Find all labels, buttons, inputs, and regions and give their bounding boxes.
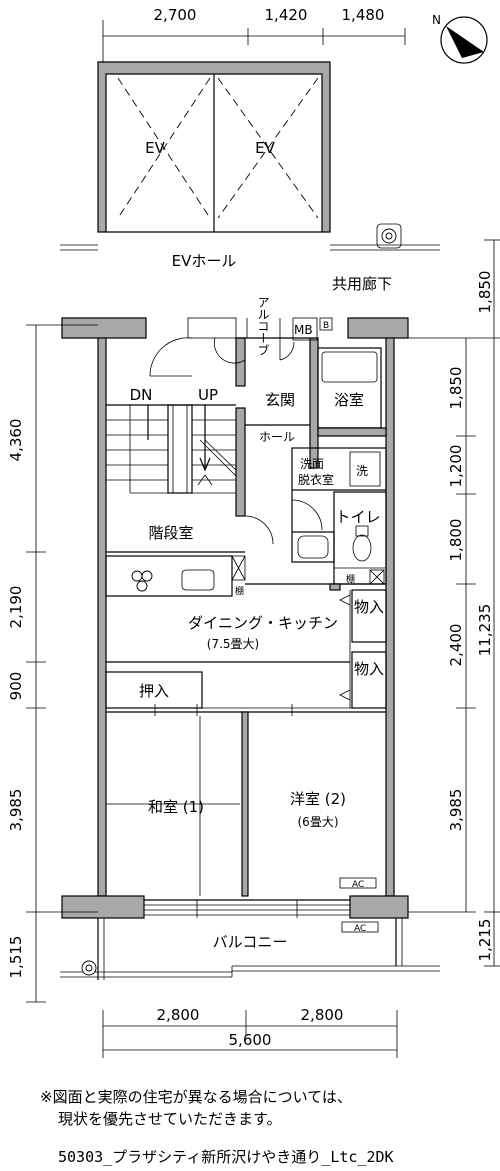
top-dimensions: 2,700 1,420 1,480 <box>102 6 406 62</box>
alcove-label: アルコーブ <box>256 296 270 356</box>
left-dimensions: 4,360 2,190 900 3,985 1,515 <box>7 324 98 1003</box>
b-label: B <box>323 321 329 331</box>
staircase <box>106 404 245 553</box>
washroom-label-1: 洗面 <box>300 457 324 471</box>
washer-label: 洗 <box>356 464 368 478</box>
balcony-drain-icon <box>81 960 97 976</box>
kitchen <box>105 555 350 663</box>
entrance-label: 玄関 <box>265 391 295 409</box>
dim-right-6: 3,985 <box>447 789 465 832</box>
dim-top-2: 1,420 <box>265 6 308 24</box>
ac-label-2: AC <box>354 924 366 934</box>
hall-label: ホール <box>259 430 295 444</box>
dk-size-label: (7.5畳大) <box>207 637 259 651</box>
ev-right-label: EV <box>255 139 275 157</box>
dim-left-4: 3,985 <box>7 789 25 832</box>
svg-text:N: N <box>432 13 441 27</box>
dim-right-2: 1,850 <box>447 367 465 410</box>
dim-right-3: 1,200 <box>447 445 465 488</box>
stairs-label: 階段室 <box>148 524 193 542</box>
elevator-shaft: EV EV <box>60 61 440 251</box>
washitsu-label: 和室 (1) <box>148 798 204 816</box>
shelf-label-toilet: 棚 <box>346 573 355 585</box>
bath-label: 浴室 <box>334 391 364 409</box>
toilet-label: トイレ <box>335 508 380 526</box>
mb-label: MB <box>294 323 313 337</box>
dn-label: DN <box>130 386 153 404</box>
ev-hall-label: EVホール <box>172 252 237 270</box>
dim-left-1: 4,360 <box>7 419 25 462</box>
disclaimer-line-2: 現状を優先させていただきます。 <box>58 1110 282 1128</box>
dim-bottom-1: 2,800 <box>157 1006 200 1024</box>
dim-left-3: 900 <box>7 672 25 701</box>
youshitsu-size-label: (6畳大) <box>298 815 339 829</box>
dk-label: ダイニング・キッチン <box>188 614 338 632</box>
dim-left-2: 2,190 <box>7 586 25 629</box>
balcony-label: バルコニー <box>213 933 288 951</box>
dim-right-1: 1,850 <box>476 271 494 314</box>
dim-right-5: 2,400 <box>447 624 465 667</box>
dim-right-7: 1,215 <box>476 919 494 962</box>
youshitsu-label: 洋室 (2) <box>290 790 346 808</box>
dim-bottom-2: 2,800 <box>301 1006 344 1024</box>
drain-icon <box>376 223 402 249</box>
plan-id: 50303_プラザシティ新所沢けやき通り_Ltc_2DK <box>58 1148 394 1166</box>
dim-right-total: 11,235 <box>476 604 494 657</box>
oshiire-label: 押入 <box>139 682 169 700</box>
dim-top-3: 1,480 <box>342 6 385 24</box>
dim-right-4: 1,800 <box>447 519 465 562</box>
storage-label-1: 物入 <box>354 598 384 616</box>
ev-left-label: EV <box>145 139 165 157</box>
shelf-label-kitchen: 棚 <box>235 585 244 597</box>
wet-core <box>244 347 387 591</box>
ac-label-1: AC <box>352 880 364 890</box>
corridor-label: 共用廊下 <box>332 275 392 293</box>
bedrooms <box>106 711 377 897</box>
bottom-dimensions: 2,800 2,800 5,600 <box>102 1006 398 1058</box>
up-label: UP <box>198 386 218 404</box>
dim-left-5: 1,515 <box>7 936 25 979</box>
storage-label-2: 物入 <box>354 660 384 678</box>
dim-top-1: 2,700 <box>154 6 197 24</box>
right-dimensions: 1,850 1,850 1,200 1,800 2,400 3,985 1,21… <box>408 239 500 967</box>
dim-bottom-total: 5,600 <box>229 1031 272 1049</box>
entrance-lines <box>149 317 333 377</box>
disclaimer-line-1: ※図面と実際の住宅が異なる場合については、 <box>40 1088 352 1106</box>
washroom-label-2: 脱衣室 <box>298 472 334 487</box>
north-arrow-icon: N <box>432 13 488 64</box>
